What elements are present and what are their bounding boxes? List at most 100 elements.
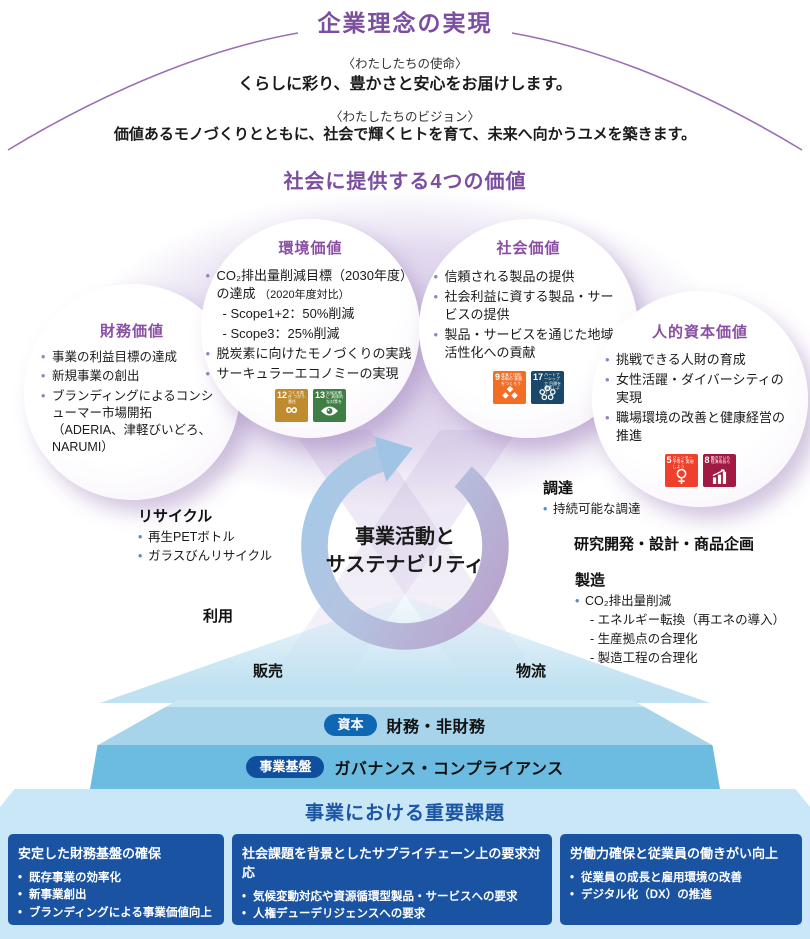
stage-label: 製造	[575, 572, 606, 589]
list-item: ブランディングによる事業価値向上	[18, 905, 214, 923]
environmental-value-circle: 環境価値 CO₂排出量削減目標（2030年度）の達成 （2020年度対比） - …	[201, 219, 420, 438]
stage-label: リサイクル	[138, 508, 213, 525]
page-title: 企業理念の実現	[317, 10, 493, 36]
issue-box-supply-chain: 社会課題を背景としたサプライチェーン上の要求対応 気候変動対応や資源循環型製品・…	[232, 834, 552, 925]
issue-box-financial: 安定した財務基盤の確保 既存事業の効率化 新事業創出 ブランディングによる事業価…	[8, 834, 224, 925]
issue-box-workforce: 労働力確保と従業員の働きがい向上 従業員の成長と雇用環境の改善 デジタル化（DX…	[560, 834, 802, 925]
vision-text: 価値あるモノづくりとともに、社会で輝くヒトを育て、未来へ向かうユメを築きます。	[113, 126, 697, 143]
capital-badge: 資本	[324, 714, 377, 736]
business-base-badge: 事業基盤	[246, 756, 325, 778]
list-item: 従業員の成長と雇用環境の改善	[570, 870, 792, 888]
list-item: 気候変動対応や資源循環型製品・サービスへの要求	[242, 889, 542, 907]
list-item: デジタル化（DX）の推進	[570, 887, 792, 905]
sdg-label: つくる責任 つかう責任	[288, 390, 306, 405]
building-blocks-icon	[495, 384, 524, 403]
stage-sales: 販売	[253, 660, 283, 681]
list-subitem: - Scope3：25%削減	[222, 326, 340, 342]
list-subitem: - 製造工程の合理化	[590, 650, 698, 665]
cycle-center-line2: サステナビリティ	[325, 554, 485, 576]
list-item: 脱炭素に向けたモノづくりの実践	[206, 345, 416, 363]
list-item: サーキュラーエコノミーの実現	[206, 365, 416, 383]
list-subitem: - エネルギー転換（再エネの導入）	[590, 612, 786, 627]
human-capital-value-title: 人的資本価値	[651, 324, 748, 341]
stage-rd: 研究開発・設計・商品企画	[574, 533, 754, 554]
sdg-number: 8	[704, 454, 710, 465]
list-item: 再生PETボトル	[138, 529, 272, 546]
list-item: 信頼される製品の提供	[434, 268, 624, 286]
partnership-rings-icon	[533, 384, 562, 403]
stage-manufacturing: 製造 CO₂排出量削減 - エネルギー転換（再エネの導入） - 生産拠点の合理化…	[575, 569, 785, 669]
sdg-number: 12	[277, 389, 288, 400]
list-item: CO₂排出量削減	[575, 593, 785, 610]
stage-label: 物流	[516, 663, 547, 680]
sdg-label: ジェンダー平等を 実現しよう	[672, 455, 694, 469]
sdg-label: 産業と技術革新の 基盤をつくろう	[501, 372, 523, 386]
list-item: 新規事業の創出	[41, 368, 223, 386]
issue-box-list: 既存事業の効率化 新事業創出 ブランディングによる事業価値向上	[18, 870, 214, 922]
list-item: 人権デューデリジェンスへの要求	[242, 906, 542, 924]
stage-logistics: 物流	[516, 660, 546, 681]
philosophy-arc-line	[7, 32, 803, 151]
stage-procurement: 調達 持続可能な調達	[543, 477, 641, 520]
capital-bar: 資本 財務・非財務	[98, 700, 712, 745]
cycle-center-line1: 事業活動と	[355, 526, 455, 548]
list-subitem: - 生産拠点の合理化	[590, 631, 698, 646]
social-value-list: 信頼される製品の提供 社会利益に資する製品・サービスの提供 製品・サービスを通じ…	[434, 268, 624, 362]
issue-box-list: 気候変動対応や資源循環型製品・サービスへの要求 人権デューデリジェンスへの要求	[242, 889, 542, 924]
list-item: 新事業創出	[18, 887, 214, 905]
capital-text: 財務・非財務	[386, 719, 486, 736]
list-item: 職場環境の改善と健康経営の推進	[605, 409, 795, 445]
sdg-number: 13	[315, 389, 326, 400]
stage-recycle-list: 再生PETボトル ガラスびんリサイクル	[138, 529, 272, 565]
list-item: 事業の利益目標の達成	[41, 349, 223, 367]
list-subitem: - Scope1+2：50%削減	[222, 306, 355, 322]
key-issues-title: 事業における重要課題	[304, 803, 505, 824]
list-item: 持続可能な調達	[543, 501, 641, 518]
stage-use: 利用	[203, 605, 233, 626]
environmental-value-list: CO₂排出量削減目標（2030年度）の達成 （2020年度対比） - Scope…	[206, 267, 416, 383]
issue-box-heading: 社会課題を背景としたサプライチェーン上の要求対応	[242, 846, 541, 880]
four-values-section-title: 社会に提供する4つの価値	[283, 171, 527, 193]
sdg-label: 気候変動に 具体的な対策を	[326, 390, 344, 405]
growth-chart-icon	[705, 467, 734, 486]
cycle-center-label: 事業活動と サステナビリティ	[295, 523, 515, 579]
mission-label: 〈わたしたちの使命〉	[342, 57, 468, 71]
stage-label: 販売	[253, 663, 284, 680]
gender-equality-icon	[667, 467, 696, 486]
list-item: ガラスびんリサイクル	[138, 548, 272, 565]
sdg-number: 5	[666, 454, 672, 465]
list-item: 既存事業の効率化	[18, 870, 214, 888]
social-value-title: 社会価値	[496, 240, 561, 257]
list-item: CO₂排出量削減目標（2030年度）の達成 （2020年度対比）	[206, 267, 416, 303]
business-cycle-ring	[301, 436, 509, 650]
cycle-arrowhead	[374, 436, 413, 482]
sdg-label: 働きがいも 経済成長も	[710, 455, 731, 465]
key-issues-panel: 事業における重要課題 安定した財務基盤の確保 既存事業の効率化 新事業創出 ブラ…	[0, 789, 810, 939]
sdg-label: パートナーシップで 目標を達成しよう	[544, 372, 562, 396]
human-capital-value-list: 挑戦できる人財の育成 女性活躍・ダイバーシティの実現 職場環境の改善と健康経営の…	[605, 351, 795, 445]
stage-label: 調達	[543, 480, 574, 497]
sdg-number: 17	[533, 371, 544, 382]
issue-box-heading: 安定した財務基盤の確保	[18, 846, 162, 861]
stage-label: 利用	[203, 608, 234, 625]
stage-label: 研究開発・設計・商品企画	[574, 536, 755, 553]
list-item: 女性活躍・ダイバーシティの実現	[605, 371, 795, 407]
list-item: 製品・サービスを通じた地域活性化への貢献	[434, 326, 624, 362]
stage-procurement-list: 持続可能な調達	[543, 501, 641, 518]
issue-box-heading: 労働力確保と従業員の働きがい向上	[570, 846, 779, 861]
eye-globe-icon	[315, 402, 344, 421]
issue-box-list: 従業員の成長と雇用環境の改善 デジタル化（DX）の推進	[570, 870, 792, 905]
environmental-value-title: 環境価値	[278, 240, 343, 257]
human-capital-value-circle: 人的資本価値 挑戦できる人財の育成 女性活躍・ダイバーシティの実現 職場環境の改…	[592, 291, 808, 507]
co2-target-text: CO₂排出量削減目標（2030年度）の達成	[216, 268, 413, 301]
financial-value-title: 財務価値	[99, 323, 164, 340]
